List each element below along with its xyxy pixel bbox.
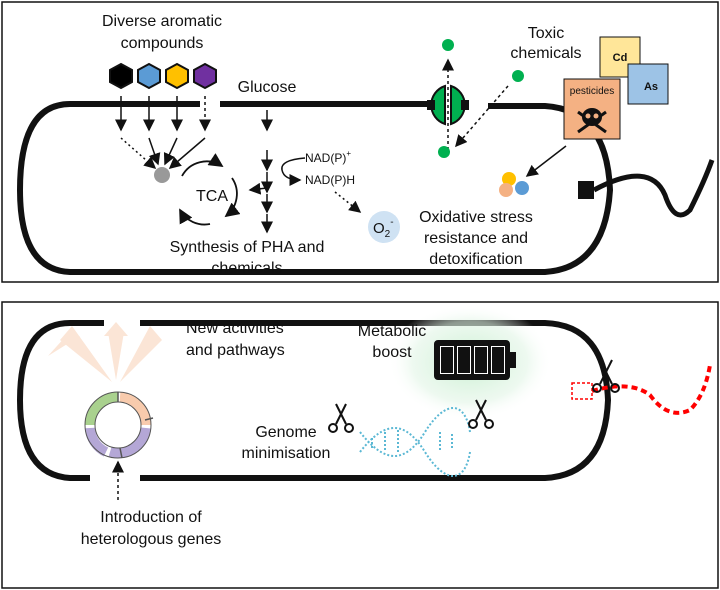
toxin-influx-arrow [455,85,509,148]
flagellum [592,159,715,218]
bottom-panel: New activities and pathways Introduction… [1,301,719,589]
glucose-arrows [248,110,362,234]
battery-icon [434,340,516,380]
oxidative-label-line1: Oxidative stress [419,209,533,226]
superoxide-label: O2- [373,217,394,240]
scissors-icon-genome-right [468,399,494,429]
cd-label: Cd [613,52,628,64]
oxidative-label-line3: detoxification [429,251,522,268]
as-label: As [644,81,658,93]
top-panel: Diverse aromatic compounds Glucose [1,1,719,283]
metabolic-line2: boost [372,344,412,361]
ros-arrow [525,145,567,177]
hexagon-black [109,62,133,90]
glucose-label: Glucose [238,79,297,96]
hexagon-yellow [165,62,189,90]
membrane-gap [90,470,140,486]
synthesis-label-line2: chemicals [211,260,282,277]
scissors-icon-flagellum [592,359,620,393]
aromatics-label-line2: compounds [121,35,204,52]
cell-membrane-top [16,101,614,275]
flagellum-deleted [591,364,712,415]
genome-line2: minimisation [242,445,331,462]
tca-cycle-arrows [179,153,241,226]
cell-membrane-bottom [16,320,612,481]
new-activities-line2: and pathways [186,342,285,359]
new-pathway-rays [48,322,162,382]
hexagon-purple [193,62,217,90]
nadph-label: NAD(P)H [305,173,355,187]
ros-dot-orange [499,183,513,197]
as-box [627,63,669,105]
nadp-label: NAD(P)+ [305,149,351,165]
metabolic-line1: Metabolic [358,323,426,340]
plasmid-icon [84,391,154,459]
flagellum-base-deleted [571,382,593,400]
ros-dot-blue [515,181,529,195]
aromatic-hexagons [109,62,217,90]
toxic-label-line1: Toxic [528,25,564,42]
dna-helix [359,407,471,477]
aromatic-arrows [115,96,211,169]
introduction-line2: heterologous genes [81,531,222,548]
efflux-pump [427,58,469,150]
pesticides-label: pesticides [570,86,614,97]
synthesis-label-line1: Synthesis of PHA and [170,239,325,256]
toxin-dot-outside [512,70,524,82]
new-activities-line1: New activities [186,320,284,337]
superoxide-bubble [368,211,400,243]
toxic-label-line2: chemicals [510,45,581,62]
hexagon-blue [137,62,161,90]
tca-label: TCA [196,188,228,205]
ros-dot-yellow [502,172,516,186]
toxin-dot-exported [442,39,454,51]
central-metabolite [154,167,170,183]
toxin-dot-inside [438,146,450,158]
aromatics-label-line1: Diverse aromatic [102,13,222,30]
introduction-line1: Introduction of [100,509,202,526]
oxidative-label-line2: resistance and [424,230,528,247]
scissors-icon-genome-left [328,403,354,433]
genome-line1: Genome [255,424,316,441]
skull-icon [577,108,607,134]
flagellum-base [578,181,594,199]
